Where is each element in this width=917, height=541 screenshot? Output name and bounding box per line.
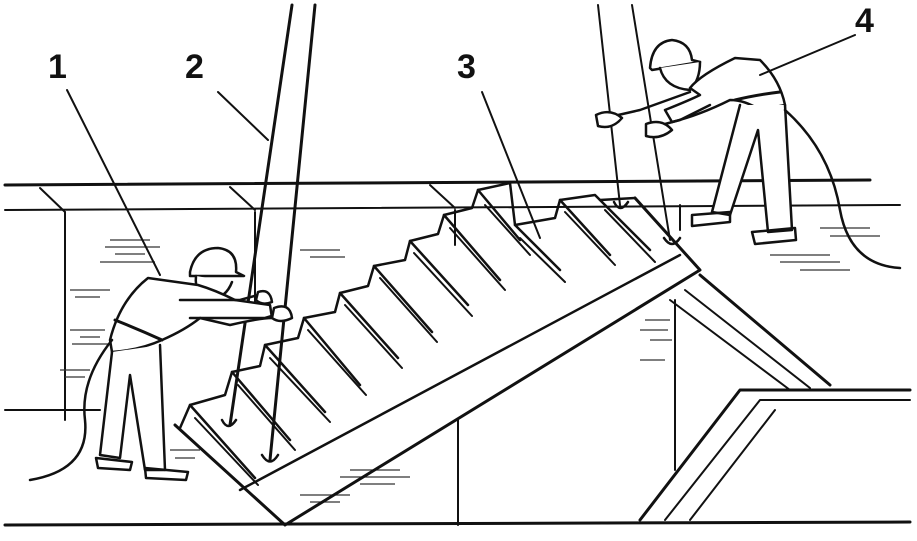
stair-flight [173,181,702,527]
leader-lines [66,34,856,276]
wall-hatching [60,227,880,503]
callout-1: 1 [48,48,67,86]
worker-right [594,38,902,270]
callout-2: 2 [185,48,204,86]
callout-4: 4 [855,2,874,40]
callout-3: 3 [457,48,476,86]
sling-ropes [220,3,682,463]
building-structure [3,178,912,527]
worker-left [28,246,294,482]
